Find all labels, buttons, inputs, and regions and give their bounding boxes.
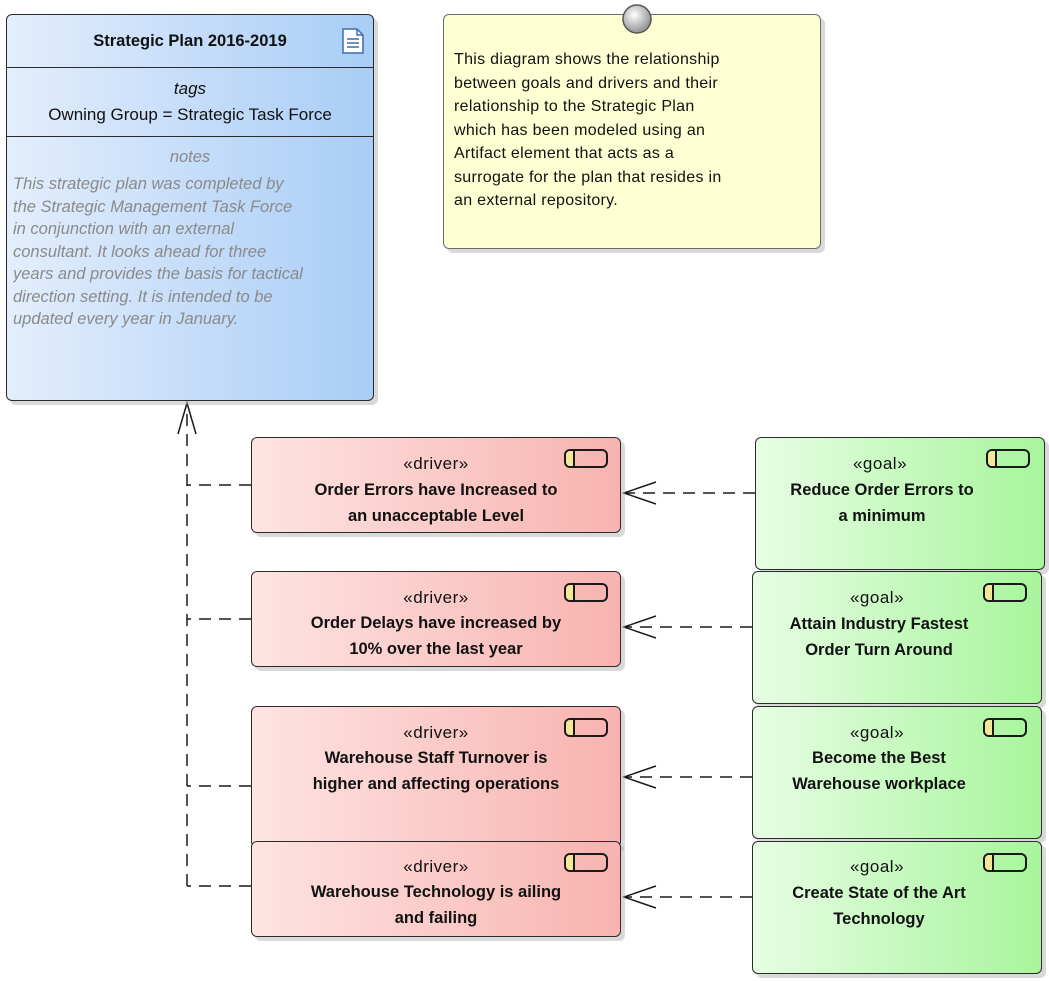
goal-stereotype: «goal» <box>849 588 905 607</box>
driver-order-delays[interactable]: «driver» Order Delays have increased by … <box>251 571 621 667</box>
goal-name: Create State of the Art Technology <box>792 884 966 928</box>
artifact-title: Strategic Plan 2016-2019 <box>93 32 287 50</box>
note-text: This diagram shows the relationship betw… <box>454 48 812 213</box>
artifact-title-separator <box>7 67 373 68</box>
document-icon <box>342 28 364 54</box>
diagram-note[interactable]: This diagram shows the relationship betw… <box>443 14 821 249</box>
goal-stereotype: «goal» <box>849 723 905 742</box>
goal-name: Attain Industry Fastest Order Turn Aroun… <box>789 615 969 659</box>
driver-order-errors[interactable]: «driver» Order Errors have Increased to … <box>251 437 621 533</box>
arrowhead-driver-1 <box>621 481 657 505</box>
goal-stereotype: «goal» <box>849 857 905 876</box>
note-line: between goals and drivers and their <box>454 74 718 92</box>
goal-best-warehouse-workplace[interactable]: «goal» Become the Best Warehouse workpla… <box>752 706 1042 839</box>
driver-icon <box>564 718 608 737</box>
note-pin-icon <box>620 2 654 36</box>
driver-icon <box>564 449 608 468</box>
driver-stereotype: «driver» <box>403 723 469 742</box>
goal-icon <box>983 718 1027 737</box>
note-line: This diagram shows the relationship <box>454 51 720 68</box>
goal-icon <box>986 449 1030 468</box>
driver-name: Order Errors have Increased to an unacce… <box>314 481 558 525</box>
notes-line: in conjunction with an external <box>13 220 235 238</box>
notes-line: This strategic plan was completed by <box>13 175 284 193</box>
notes-line: the Strategic Management Task Force <box>13 197 293 216</box>
driver-warehouse-technology[interactable]: «driver» Warehouse Technology is ailing … <box>251 841 621 937</box>
note-line: relationship to the Strategic Plan <box>454 98 695 115</box>
goal-reduce-order-errors[interactable]: «goal» Reduce Order Errors to a minimum <box>755 437 1045 570</box>
note-line: Artifact element that acts as a <box>454 145 675 162</box>
artifact-notes: This strategic plan was completed by the… <box>13 173 379 331</box>
goal-icon <box>983 583 1027 602</box>
driver-stereotype: «driver» <box>403 454 469 473</box>
notes-line: consultant. It looks ahead for three <box>13 242 267 261</box>
driver-staff-turnover[interactable]: «driver» Warehouse Staff Turnover is hig… <box>251 706 621 848</box>
notes-line: years and provides the basis for tactica… <box>13 265 303 283</box>
note-line: an external repository. <box>454 192 619 209</box>
note-line: which has been modeled using an <box>454 121 706 139</box>
driver-name: Warehouse Technology is ailing and faili… <box>310 883 562 927</box>
note-line: surrogate for the plan that resides in <box>454 168 722 186</box>
arrowhead-driver-4 <box>621 885 657 909</box>
driver-icon <box>564 583 608 602</box>
driver-name: Warehouse Staff Turnover is higher and a… <box>312 749 560 793</box>
arrowhead-artifact <box>177 400 197 435</box>
goal-state-of-the-art-technology[interactable]: «goal» Create State of the Art Technolog… <box>752 841 1042 974</box>
driver-stereotype: «driver» <box>403 857 469 876</box>
artifact-strategic-plan[interactable]: Strategic Plan 2016-2019 tags Owning Gro… <box>6 14 374 401</box>
artifact-tag-owning-group: Owning Group = Strategic Task Force <box>48 105 332 124</box>
driver-stereotype: «driver» <box>403 588 469 607</box>
driver-name: Order Delays have increased by 10% over … <box>310 614 562 658</box>
artifact-notes-header: notes <box>169 148 211 166</box>
goal-stereotype: «goal» <box>852 454 908 473</box>
notes-line: direction setting. It is intended to be <box>13 287 273 306</box>
goal-name: Become the Best Warehouse workplace <box>792 749 966 793</box>
artifact-tags-header: tags <box>173 79 207 98</box>
goal-icon <box>983 853 1027 872</box>
arrowhead-driver-2 <box>621 615 657 639</box>
notes-line: updated every year in January. <box>13 310 239 328</box>
driver-icon <box>564 853 608 872</box>
goal-fastest-turn-around[interactable]: «goal» Attain Industry Fastest Order Tur… <box>752 571 1042 704</box>
arrowhead-driver-3 <box>621 765 657 789</box>
goal-name: Reduce Order Errors to a minimum <box>790 481 974 525</box>
artifact-tags-separator <box>7 136 373 137</box>
